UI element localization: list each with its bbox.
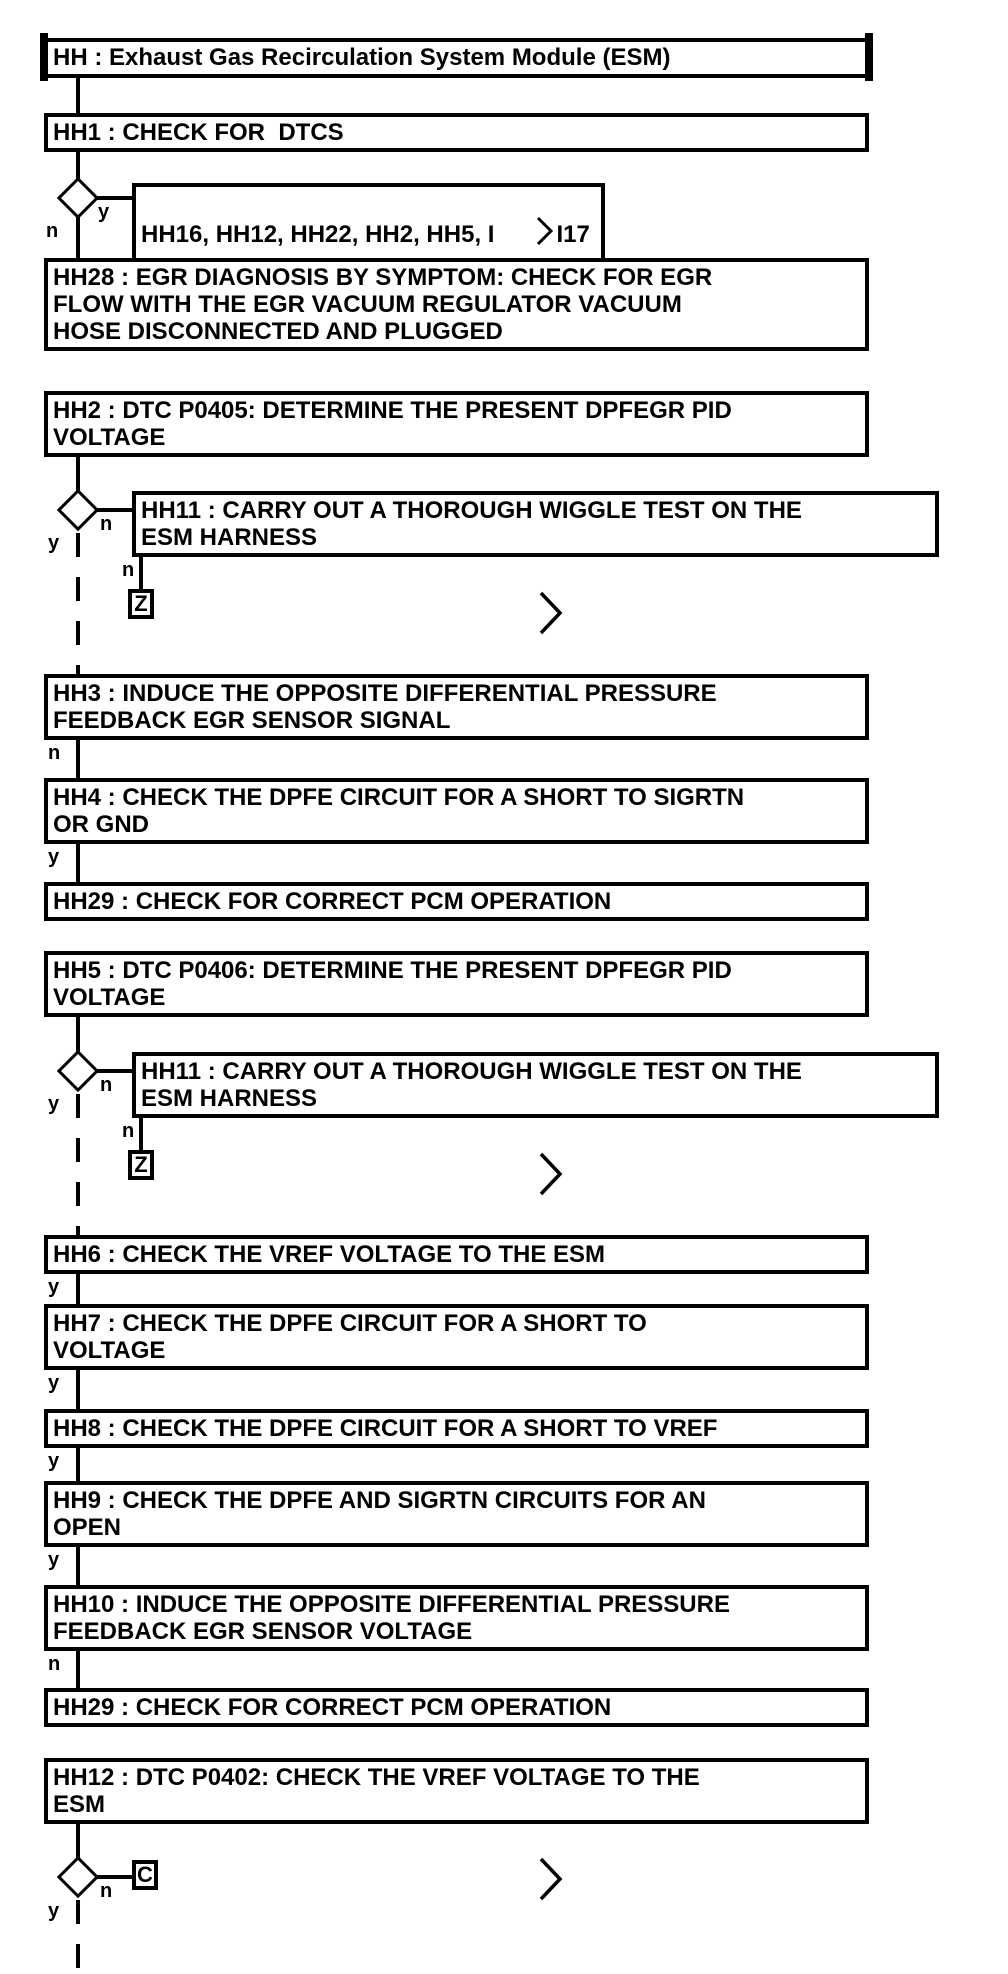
label-no: n	[48, 742, 61, 764]
label-no: n	[122, 1120, 135, 1142]
node-hh11: HH11 : CARRY OUT A THOROUGH WIGGLE TEST …	[132, 1052, 939, 1118]
label-no: n	[48, 1653, 61, 1675]
flow-line	[76, 842, 80, 884]
node-hh11: HH11 : CARRY OUT A THOROUGH WIGGLE TEST …	[132, 491, 939, 557]
label-yes: y	[48, 532, 60, 554]
flow-line-dashed	[76, 533, 80, 674]
flow-line	[76, 1545, 80, 1587]
flow-line	[96, 1875, 134, 1879]
node-hh7: HH7 : CHECK THE DPFE CIRCUIT FOR A SHORT…	[44, 1304, 869, 1370]
node-hh6: HH6 : CHECK THE VREF VOLTAGE TO THE ESM	[44, 1235, 869, 1274]
label-yes: y	[48, 1093, 60, 1115]
decision-after-hh1	[56, 176, 100, 220]
offpage-chevron-icon	[496, 189, 554, 279]
flow-line	[76, 1446, 80, 1483]
node-hh12: HH12 : DTC P0402: CHECK THE VREF VOLTAGE…	[44, 1758, 869, 1824]
label-no: n	[100, 513, 113, 535]
node-hh2: HH2 : DTC P0405: DETERMINE THE PRESENT D…	[44, 391, 869, 457]
offpage-chevron-icon	[538, 1856, 564, 1902]
label-no: n	[100, 1880, 113, 1902]
flow-line	[96, 1069, 134, 1073]
connector-c: C	[132, 1860, 158, 1890]
node-hh29: HH29 : CHECK FOR CORRECT PCM OPERATION	[44, 882, 869, 921]
label-no: n	[46, 220, 59, 242]
flow-line	[96, 196, 134, 200]
label-yes: y	[98, 201, 110, 223]
node-hh8: HH8 : CHECK THE DPFE CIRCUIT FOR A SHORT…	[44, 1409, 869, 1448]
label-yes: y	[48, 1549, 60, 1571]
flow-line	[76, 455, 80, 491]
flow-line	[76, 1015, 80, 1052]
flow-line	[76, 74, 80, 115]
flow-line	[96, 508, 134, 512]
label-yes: y	[48, 1900, 60, 1922]
offpage-chevron-icon	[538, 1151, 564, 1197]
offpage-chevron-icon	[538, 590, 564, 636]
flow-line	[139, 1116, 143, 1150]
node-hh5: HH5 : DTC P0406: DETERMINE THE PRESENT D…	[44, 951, 869, 1017]
node-hh9: HH9 : CHECK THE DPFE AND SIGRTN CIRCUITS…	[44, 1481, 869, 1547]
label-yes: y	[48, 1372, 60, 1394]
decision-after-hh12	[56, 1855, 100, 1899]
flow-line	[76, 1649, 80, 1690]
decision-after-hh2	[56, 488, 100, 532]
label-yes: y	[48, 846, 60, 868]
flow-line	[76, 738, 80, 780]
flow-line-dashed	[76, 1900, 80, 1974]
node-hh-title: HH : Exhaust Gas Recirculation System Mo…	[44, 38, 869, 78]
label-yes: y	[48, 1450, 60, 1472]
node-hh3: HH3 : INDUCE THE OPPOSITE DIFFERENTIAL P…	[44, 674, 869, 740]
flow-line	[76, 1272, 80, 1306]
node-hh28: HH28 : EGR DIAGNOSIS BY SYMPTOM: CHECK F…	[44, 258, 869, 351]
node-hh4: HH4 : CHECK THE DPFE CIRCUIT FOR A SHORT…	[44, 778, 869, 844]
node-hh29: HH29 : CHECK FOR CORRECT PCM OPERATION	[44, 1688, 869, 1727]
flow-line	[76, 1368, 80, 1411]
label-no: n	[100, 1074, 113, 1096]
flow-line	[76, 217, 80, 260]
flow-line	[76, 150, 80, 180]
node-hh10: HH10 : INDUCE THE OPPOSITE DIFFERENTIAL …	[44, 1585, 869, 1651]
label-no: n	[122, 559, 135, 581]
connector-z: Z	[128, 589, 154, 619]
flow-line	[139, 555, 143, 589]
node-hh1: HH1 : CHECK FOR DTCS	[44, 113, 869, 152]
decision-after-hh5	[56, 1049, 100, 1093]
flow-line	[76, 1822, 80, 1858]
label-yes: y	[48, 1276, 60, 1298]
reference-list-part2: I17	[556, 220, 590, 248]
connector-z: Z	[128, 1150, 154, 1180]
flow-line-dashed	[76, 1094, 80, 1235]
reference-list-part1: HH16, HH12, HH22, HH2, HH5, I	[141, 220, 495, 248]
title-endcap-right	[865, 33, 873, 81]
